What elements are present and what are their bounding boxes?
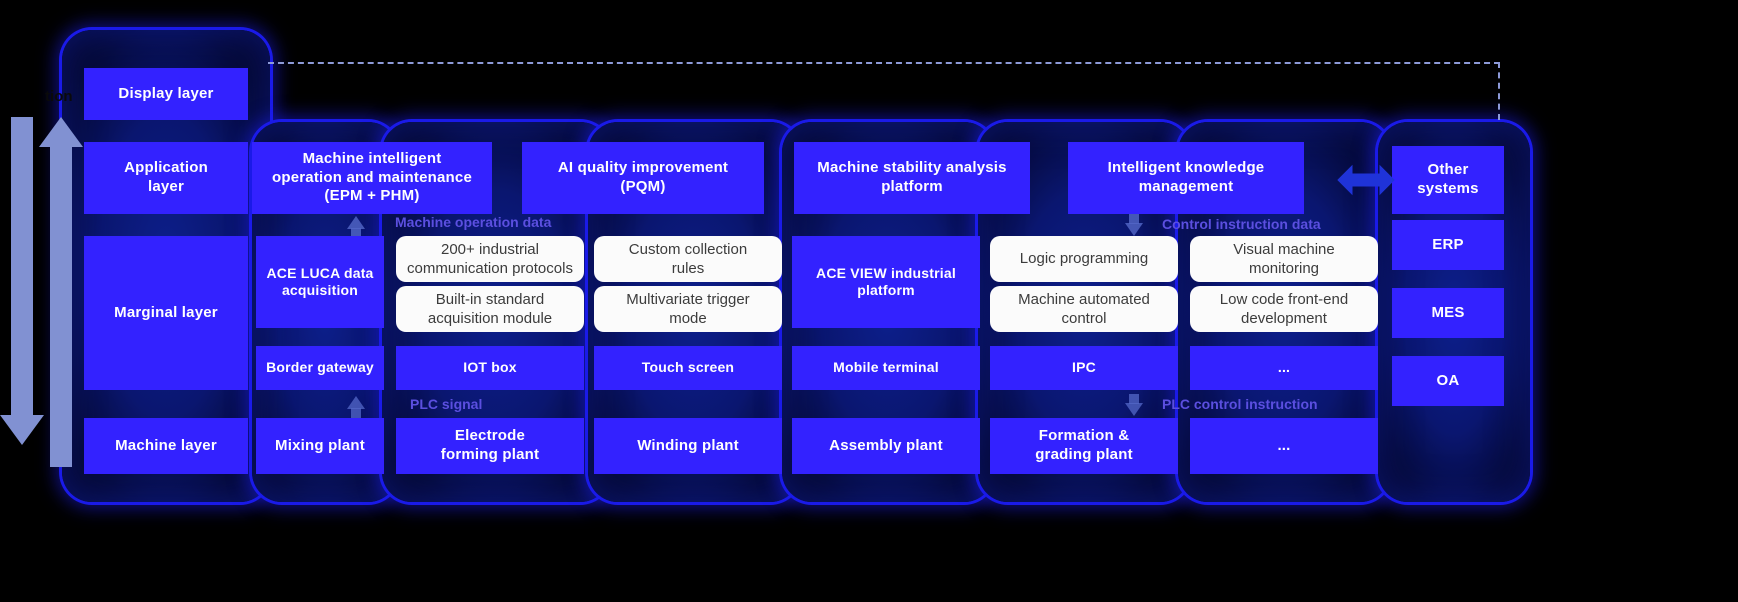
layer-label-machine: Machine layer	[84, 418, 248, 474]
right-column-mes[interactable]: MES	[1392, 288, 1504, 338]
machine-card-formation-grading[interactable]: Formation & grading plant	[990, 418, 1178, 474]
machine-card-formation-grading-label: Formation & grading plant	[1035, 427, 1133, 463]
right-column-other-systems-label: Other systems	[1417, 161, 1479, 197]
application-card-3-label: Machine stability analysis platform	[817, 159, 1007, 195]
marginal-white-box-custom-rules-label: Custom collection rules	[628, 240, 748, 278]
up-arrow-head-icon	[39, 117, 83, 147]
marginal-white-box-visual-monitoring[interactable]: Visual machine monitoring	[1190, 236, 1378, 282]
flow-label-plc-signal: PLC signal	[410, 396, 483, 412]
layer-label-application-text: Application layer	[124, 159, 208, 195]
machine-card-mixing-plant[interactable]: Mixing plant	[256, 418, 384, 474]
application-card-3[interactable]: Machine stability analysis platform	[794, 142, 1030, 214]
machine-card-winding-plant-label: Winding plant	[637, 436, 739, 454]
machine-operation-data-arrow-shaft	[351, 228, 361, 238]
layer-label-application: Application layer	[84, 142, 248, 214]
device-card-iot-box-label: IOT box	[463, 359, 517, 376]
marginal-white-box-trigger-mode-label: Multivariate trigger mode	[626, 290, 750, 328]
device-card-mobile-terminal-label: Mobile terminal	[833, 359, 939, 376]
right-column-other-systems[interactable]: Other systems	[1392, 146, 1504, 214]
layer-label-marginal-text: Marginal layer	[114, 303, 218, 321]
device-card-border-gateway[interactable]: Border gateway	[256, 346, 384, 390]
layer-label-machine-text: Machine layer	[115, 436, 217, 454]
marginal-white-box-trigger-mode[interactable]: Multivariate trigger mode	[594, 286, 782, 332]
plc-signal-up-arrow-icon	[347, 396, 365, 409]
right-column-erp-label: ERP	[1432, 235, 1464, 253]
control-instruction-data-down-arrow-icon	[1125, 223, 1143, 236]
machine-card-more[interactable]: ...	[1190, 418, 1378, 474]
right-column-oa-label: OA	[1436, 371, 1460, 389]
application-card-1-label: Machine intelligent operation and mainte…	[271, 149, 473, 205]
device-card-more-label: ...	[1277, 359, 1291, 376]
marginal-white-box-standard-module-label: Built-in standard acquisition module	[427, 290, 553, 328]
marginal-white-box-logic-programming[interactable]: Logic programming	[990, 236, 1178, 282]
application-card-1[interactable]: Machine intelligent operation and mainte…	[252, 142, 492, 214]
marginal-white-box-visual-monitoring-label: Visual machine monitoring	[1233, 240, 1335, 278]
marginal-white-box-standard-module[interactable]: Built-in standard acquisition module	[396, 286, 584, 332]
marginal-white-box-low-code-label: Low code front-end development	[1219, 290, 1349, 328]
layer-label-display-text: Display layer	[118, 84, 214, 102]
control-instruction-data-arrow-shaft	[1129, 214, 1139, 224]
bidirectional-arrow-icon	[1337, 164, 1395, 196]
marginal-platform-ace-view[interactable]: ACE VIEW industrial platform	[792, 236, 980, 328]
flow-label-machine-operation-data: Machine operation data	[395, 214, 552, 230]
layer-label-marginal: Marginal layer	[84, 236, 248, 390]
plc-signal-arrow-shaft	[351, 408, 361, 418]
marginal-platform-ace-luca[interactable]: ACE LUCA data acquisition	[256, 236, 384, 328]
down-arrow-shaft	[11, 117, 33, 417]
dashed-connector-display-to-right	[268, 62, 1500, 120]
layer-label-display: Display layer	[84, 68, 248, 120]
flow-label-plc-control-instruction: PLC control instruction	[1162, 396, 1318, 412]
marginal-white-box-automated-control-label: Machine automated control	[1018, 290, 1150, 328]
plc-control-arrow-shaft	[1129, 394, 1139, 404]
application-card-4-label: Intelligent knowledge management	[1107, 159, 1265, 195]
device-card-iot-box[interactable]: IOT box	[396, 346, 584, 390]
marginal-white-box-protocols-label: 200+ industrial communication protocols	[407, 240, 573, 278]
device-card-mobile-terminal[interactable]: Mobile terminal	[792, 346, 980, 390]
down-arrow-head-icon	[0, 415, 44, 445]
marginal-white-box-automated-control[interactable]: Machine automated control	[990, 286, 1178, 332]
device-card-border-gateway-label: Border gateway	[266, 359, 374, 376]
marginal-white-box-protocols[interactable]: 200+ industrial communication protocols	[396, 236, 584, 282]
machine-card-assembly-plant[interactable]: Assembly plant	[792, 418, 980, 474]
machine-card-more-label: ...	[1277, 436, 1291, 454]
application-card-4[interactable]: Intelligent knowledge management	[1068, 142, 1304, 214]
marginal-white-box-logic-programming-label: Logic programming	[1019, 250, 1149, 268]
device-card-ipc-label: IPC	[1072, 359, 1096, 376]
device-card-touch-screen[interactable]: Touch screen	[594, 346, 782, 390]
right-column-erp[interactable]: ERP	[1392, 220, 1504, 270]
marginal-platform-ace-view-label: ACE VIEW industrial platform	[816, 264, 956, 299]
machine-card-electrode-forming[interactable]: Electrode forming plant	[396, 418, 584, 474]
machine-card-electrode-forming-label: Electrode forming plant	[440, 427, 540, 463]
device-card-touch-screen-label: Touch screen	[641, 359, 735, 376]
side-partial-label: tion	[45, 88, 73, 105]
plc-control-down-arrow-icon	[1125, 403, 1143, 416]
device-card-more[interactable]: ...	[1190, 346, 1378, 390]
machine-card-mixing-plant-label: Mixing plant	[275, 436, 365, 454]
right-column-mes-label: MES	[1431, 303, 1465, 321]
device-card-ipc[interactable]: IPC	[990, 346, 1178, 390]
right-column-oa[interactable]: OA	[1392, 356, 1504, 406]
marginal-white-box-custom-rules[interactable]: Custom collection rules	[594, 236, 782, 282]
flow-label-control-instruction-data: Control instruction data	[1162, 216, 1321, 232]
marginal-white-box-low-code[interactable]: Low code front-end development	[1190, 286, 1378, 332]
machine-card-assembly-plant-label: Assembly plant	[829, 436, 943, 454]
machine-card-winding-plant[interactable]: Winding plant	[594, 418, 782, 474]
application-card-2[interactable]: AI quality improvement (PQM)	[522, 142, 764, 214]
marginal-platform-ace-luca-label: ACE LUCA data acquisition	[266, 264, 374, 299]
application-card-2-label: AI quality improvement (PQM)	[557, 159, 729, 195]
machine-operation-data-up-arrow-icon	[347, 216, 365, 229]
up-arrow-shaft	[50, 147, 72, 467]
